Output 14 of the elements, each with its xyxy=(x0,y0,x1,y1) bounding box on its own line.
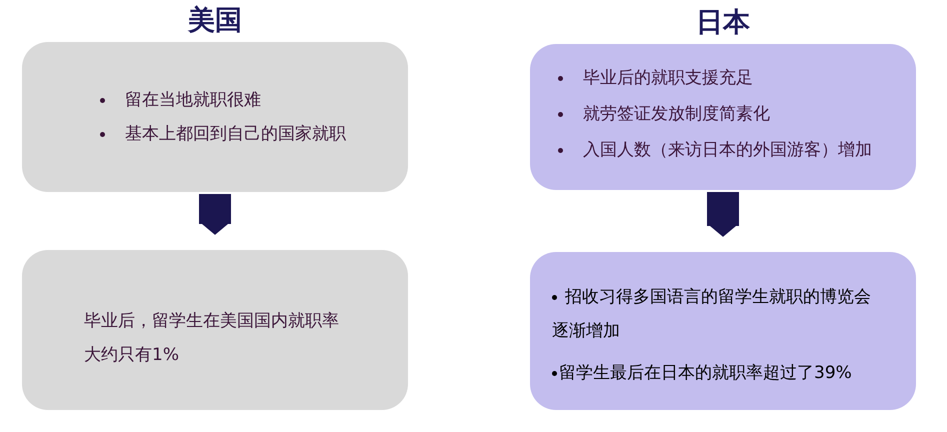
bullet-item: 就劳签证发放制度简素化 xyxy=(558,102,770,125)
body-text: 毕业后，留学生在美国国内就职率大约只有1% xyxy=(84,310,340,367)
rounded-box xyxy=(22,250,408,410)
bullet-item: 基本上都回到自己的国家就职 xyxy=(100,122,346,145)
block-arrow xyxy=(707,192,739,237)
bullet-item: 留在当地就职很难 xyxy=(100,88,261,111)
block-arrow xyxy=(199,194,231,235)
bullet-item: 招收习得多国语言的留学生就职的博览会逐渐增加 xyxy=(552,286,872,343)
bullet-item: 留学生最后在日本的就职率超过了39% xyxy=(552,356,887,390)
bullet-item: 入国人数（来访日本的外国游客）增加 xyxy=(558,138,872,161)
heading: 日本 xyxy=(696,6,750,40)
bullet-item: 毕业后的就职支援充足 xyxy=(558,66,753,89)
heading: 美国 xyxy=(188,4,242,38)
rounded-box xyxy=(530,252,916,410)
